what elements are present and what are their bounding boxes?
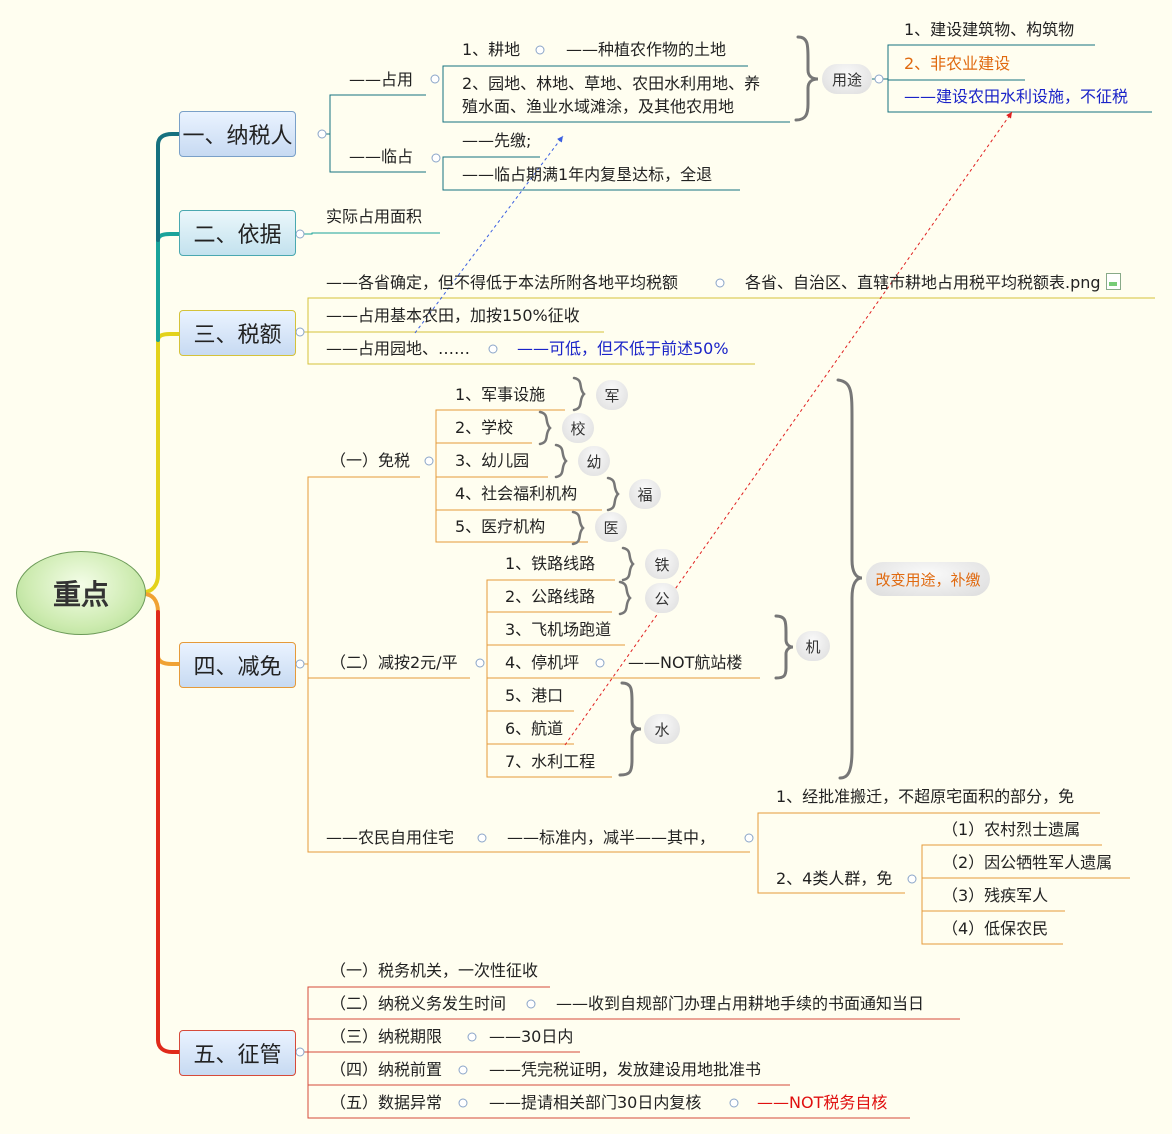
node-tax-garden-note[interactable]: ——可低，但不低于前述50% <box>517 339 729 358</box>
node-collect-5-note2[interactable]: ——NOT税务自核 <box>757 1093 888 1112</box>
attachment-filename[interactable]: 各省、自治区、直辖市耕地占用税平均税额表.png <box>745 273 1101 292</box>
node-linzhan-2[interactable]: ——临占期满1年内复垦达标，全退 <box>462 165 713 184</box>
node-exempt-4[interactable]: 4、社会福利机构 <box>455 484 578 503</box>
node-reduced-2[interactable]: 2、公路线路 <box>505 587 596 606</box>
node-zhanyong[interactable]: ——占用 <box>349 70 414 89</box>
root-topic[interactable]: 重点 <box>16 551 146 635</box>
node-reduced-7[interactable]: 7、水利工程 <box>505 752 596 771</box>
node-tax-attachment[interactable]: 各省、自治区、直辖市耕地占用税平均税额表.png <box>745 273 1121 293</box>
node-collect-2[interactable]: （二）纳税义务发生时间 <box>330 994 507 1013</box>
node-farmer-1[interactable]: 1、经批准搬迁，不超原宅面积的部分，免 <box>776 787 1075 806</box>
topic-taxpayer[interactable]: 一、纳税人 <box>179 111 296 157</box>
node-yuandi-line1[interactable]: 2、园地、林地、草地、农田水利用地、养 <box>462 74 761 93</box>
topic-reduction[interactable]: 四、减免 <box>179 642 296 688</box>
node-farmer-2-2[interactable]: （2）因公牺牲军人遗属 <box>942 853 1113 872</box>
node-gengdi[interactable]: 1、耕地 <box>462 40 521 59</box>
node-collect-5-note[interactable]: ——提请相关部门30日内复核 <box>489 1093 702 1112</box>
node-reduced-4[interactable]: 4、停机坪 <box>505 653 580 672</box>
node-collect-3-note[interactable]: ——30日内 <box>489 1027 574 1046</box>
tag-gong[interactable]: 公 <box>645 583 679 613</box>
tag-xiao[interactable]: 校 <box>562 413 594 443</box>
node-collect-5[interactable]: （五）数据异常 <box>330 1093 443 1112</box>
node-yongtu-2[interactable]: 2、非农业建设 <box>904 54 1011 73</box>
node-collect-4-note[interactable]: ——凭完税证明，发放建设用地批准书 <box>489 1060 762 1079</box>
node-farmer-2-3[interactable]: （3）残疾军人 <box>942 886 1049 905</box>
node-linzhan[interactable]: ——临占 <box>349 147 414 166</box>
node-yuandi-line2[interactable]: 殖水面、渔业水域滩涂，及其他农用地 <box>462 97 735 116</box>
node-reduced[interactable]: （二）减按2元/平 <box>330 653 458 672</box>
topic-collection[interactable]: 五、征管 <box>179 1030 296 1076</box>
node-farmer-2-1[interactable]: （1）农村烈士遗属 <box>942 820 1081 839</box>
topic-tax-amount[interactable]: 三、税额 <box>179 310 296 356</box>
node-exempt-3[interactable]: 3、幼儿园 <box>455 451 530 470</box>
node-farmer-2[interactable]: 2、4类人群，免 <box>776 869 893 888</box>
tag-fu[interactable]: 福 <box>629 479 661 509</box>
tag-jun[interactable]: 军 <box>596 380 628 410</box>
tag-shui[interactable]: 水 <box>644 714 680 744</box>
node-exempt-2[interactable]: 2、学校 <box>455 418 514 437</box>
node-exempt[interactable]: （一）免税 <box>330 451 411 470</box>
tag-you[interactable]: 幼 <box>578 446 610 476</box>
node-tax-garden[interactable]: ——占用园地、…… <box>326 339 471 358</box>
node-linzhan-1[interactable]: ——先缴; <box>462 131 532 150</box>
node-change-use[interactable]: 改变用途，补缴 <box>866 562 990 596</box>
node-tax-province[interactable]: ——各省确定，但不得低于本法所附各地平均税额 <box>326 273 679 292</box>
node-reduced-3[interactable]: 3、飞机场跑道 <box>505 620 612 639</box>
png-file-icon[interactable] <box>1105 273 1121 290</box>
node-apron-note[interactable]: ——NOT航站楼 <box>628 653 743 672</box>
node-reduced-1[interactable]: 1、铁路线路 <box>505 554 596 573</box>
node-farmer-2-4[interactable]: （4）低保农民 <box>942 919 1049 938</box>
tag-ji[interactable]: 机 <box>796 631 830 661</box>
node-collect-1[interactable]: （一）税务机关，一次性征收 <box>330 961 539 980</box>
node-collect-3[interactable]: （三）纳税期限 <box>330 1027 443 1046</box>
node-exempt-1[interactable]: 1、军事设施 <box>455 385 546 404</box>
node-collect-4[interactable]: （四）纳税前置 <box>330 1060 443 1079</box>
node-basis-area[interactable]: 实际占用面积 <box>326 207 423 226</box>
topic-basis[interactable]: 二、依据 <box>179 210 296 256</box>
node-farmer-house[interactable]: ——农民自用住宅 <box>326 828 455 847</box>
node-yongtu-3[interactable]: ——建设农田水利设施，不征税 <box>904 87 1129 106</box>
node-yongtu-1[interactable]: 1、建设建筑物、构筑物 <box>904 20 1075 39</box>
node-yongtu[interactable]: 用途 <box>822 64 872 94</box>
node-farmer-std[interactable]: ——标准内，减半——其中， <box>507 828 716 847</box>
node-gengdi-desc[interactable]: ——种植农作物的土地 <box>566 40 727 59</box>
node-reduced-6[interactable]: 6、航道 <box>505 719 564 738</box>
node-reduced-5[interactable]: 5、港口 <box>505 686 564 705</box>
node-tax-basic-farmland[interactable]: ——占用基本农田，加按150%征收 <box>326 306 580 325</box>
node-collect-2-note[interactable]: ——收到自规部门办理占用耕地手续的书面通知当日 <box>556 994 925 1013</box>
tag-yi[interactable]: 医 <box>595 512 627 542</box>
node-exempt-5[interactable]: 5、医疗机构 <box>455 517 546 536</box>
tag-tie[interactable]: 铁 <box>645 549 679 579</box>
